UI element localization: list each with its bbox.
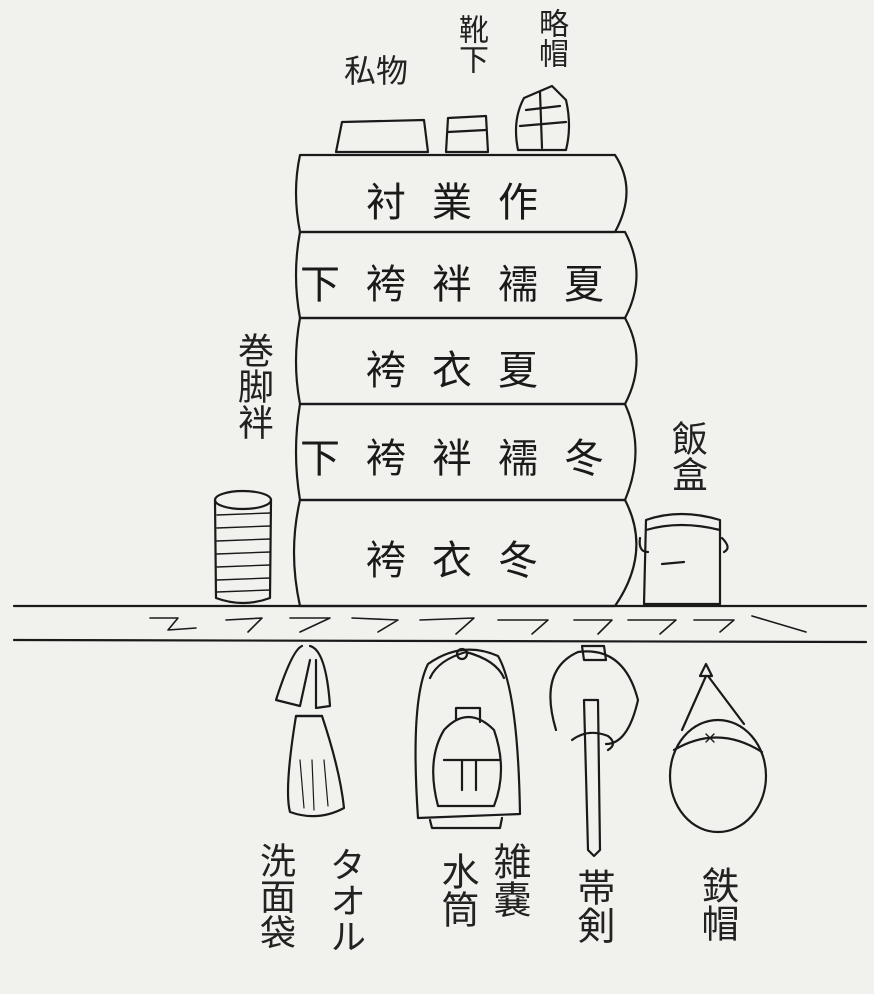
puttees-roll bbox=[213, 489, 273, 605]
label-wash-bag: 洗面袋 bbox=[254, 842, 295, 950]
bayonet bbox=[549, 644, 640, 858]
label-field-cap: 略帽 bbox=[533, 8, 568, 68]
label-puttees: 巻脚袢 bbox=[232, 332, 273, 440]
label-bayonet: 帯剣 bbox=[571, 868, 615, 944]
label-canteen: 水筒 bbox=[435, 852, 479, 928]
stack-layer-work-shirt: 衬業作 bbox=[366, 180, 564, 226]
personal-items-box bbox=[334, 118, 430, 154]
label-helmet: 鉄帽 bbox=[695, 866, 739, 942]
label-towel: タオル bbox=[324, 846, 365, 954]
shelf-board bbox=[12, 604, 868, 644]
label-socks: 靴下 bbox=[453, 14, 488, 74]
field-cap bbox=[514, 84, 571, 152]
stack-layer-winter-uniform: 袴衣冬 bbox=[366, 538, 564, 584]
clothing-stack bbox=[292, 153, 638, 608]
steel-helmet bbox=[668, 662, 768, 834]
socks-bundle bbox=[444, 114, 490, 154]
label-mess-tin: 飯盒 bbox=[666, 420, 707, 492]
mess-tin bbox=[638, 512, 729, 606]
stack-layer-summer-underwear: 下袴袢襦夏 bbox=[300, 262, 630, 308]
stack-layer-winter-underwear: 下袴袢襦冬 bbox=[300, 436, 630, 482]
stack-layer-summer-uniform: 袴衣夏 bbox=[366, 348, 564, 394]
label-personal-items: 私物 bbox=[344, 52, 409, 90]
haversack-and-canteen bbox=[414, 647, 522, 830]
label-haversack: 雑嚢 bbox=[487, 842, 531, 918]
wash-bag-and-towel bbox=[274, 644, 346, 818]
